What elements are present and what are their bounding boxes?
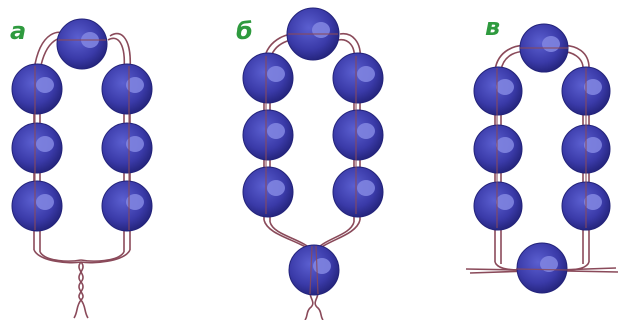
thread-over-beads-a [34,39,130,230]
bead [11,63,63,115]
bead [242,109,294,161]
panel-label-c: в [485,13,500,41]
panel-label-b: б [236,17,253,45]
beads-a [11,18,153,232]
bead [473,181,523,231]
panel-b: б [236,7,384,320]
bead [288,244,340,296]
bead [11,122,63,174]
bead [332,52,384,104]
bead [101,180,153,232]
bead [473,124,523,174]
bead [473,66,523,116]
thread-over-beads-b [265,33,357,295]
bead [242,166,294,218]
bead [242,52,294,104]
panel-label-a: а [10,17,26,45]
bead [101,63,153,115]
panel-c: в [465,13,619,294]
thread-over-beads-c [496,47,587,271]
bead [11,180,63,232]
bead [332,166,384,218]
bead [332,109,384,161]
bead [56,18,108,70]
panel-a: а [10,17,153,319]
bead [516,242,568,294]
beads-b [242,7,384,296]
bead [101,122,153,174]
